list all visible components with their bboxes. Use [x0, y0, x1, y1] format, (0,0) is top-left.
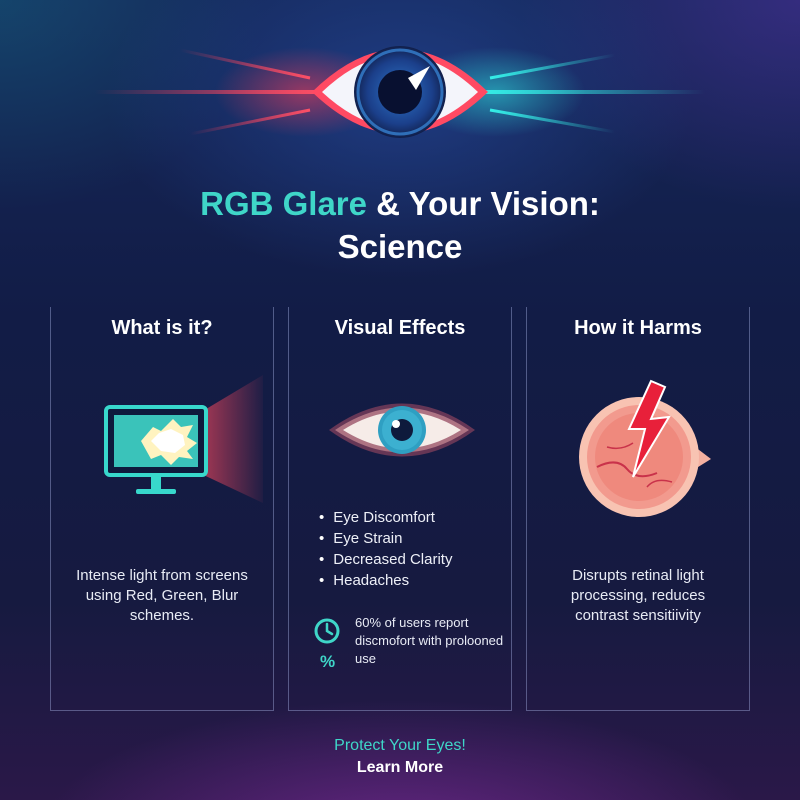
panel-description: Intense light from screens using Red, Gr…: [76, 567, 248, 624]
learn-more-link[interactable]: Learn More: [356, 759, 444, 776]
footer-tagline: Protect Your Eyes!: [334, 737, 466, 754]
monitor-glare-icon: [104, 375, 263, 503]
panel-visual-effects: Visual Effects Eye Discomfort Eye Strain…: [288, 307, 512, 711]
panel-description: Disrupts retinal light processing, reduc…: [570, 567, 706, 624]
panel-how-it-harms: How it Harms Disrupts retinal light proc…: [526, 307, 750, 711]
effects-list: Eye Discomfort Eye Strain Decreased Clar…: [319, 507, 452, 591]
blurred-eye-icon: [329, 403, 475, 457]
page-title-line2: Science: [337, 228, 463, 265]
panel-what-is-it: What is it? Intense light from screens u…: [50, 307, 274, 711]
damaged-retina-icon: [579, 379, 711, 517]
list-item: Eye Discomfort: [319, 507, 452, 528]
list-item: Eye Strain: [319, 528, 452, 549]
clock-percent-icon: %: [314, 618, 340, 671]
svg-text:%: %: [320, 652, 335, 671]
title-rest: & Your Vision:: [367, 185, 600, 222]
page-title: RGB Glare & Your Vision:: [0, 183, 800, 225]
panel-heading: How it Harms: [574, 317, 702, 339]
panel-heading: Visual Effects: [334, 317, 466, 339]
title-accent: RGB Glare: [200, 185, 367, 222]
list-item: Decreased Clarity: [319, 549, 452, 570]
hero-eye-icon: [95, 46, 705, 138]
panel-heading: What is it?: [111, 317, 213, 339]
stat-text: 60% of users report discmofort with prol…: [355, 615, 504, 666]
list-item: Headaches: [319, 570, 452, 591]
